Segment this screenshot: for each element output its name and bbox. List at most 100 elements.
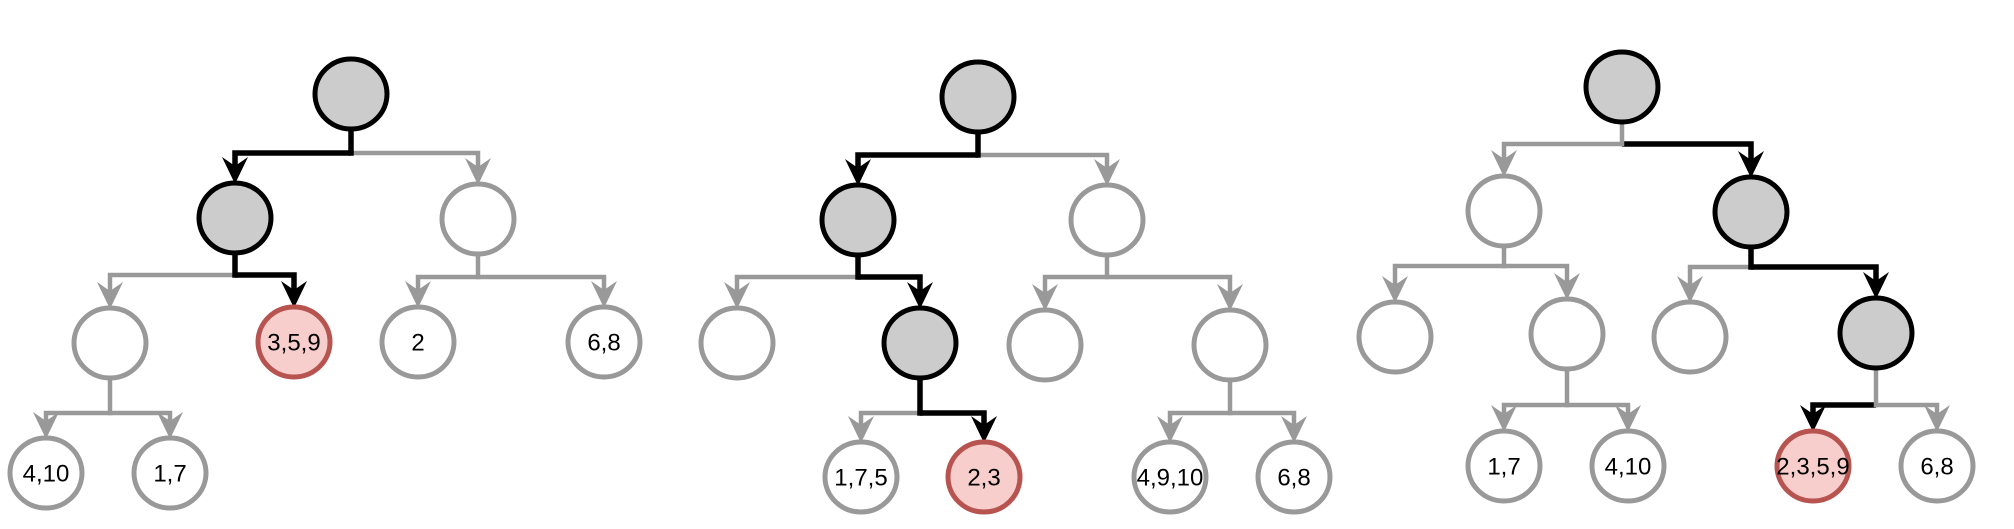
tree-3-node-lrl-unvisited — [1465, 428, 1543, 504]
edge-rr-rrr — [1876, 402, 1940, 414]
tree-1-node-label-rl: 2 — [411, 330, 424, 357]
tree-3-node-ll-unvisited — [1356, 299, 1434, 375]
tree-3-node-label-lrl: 1,7 — [1487, 454, 1520, 481]
edge-ll-lll — [43, 410, 110, 421]
edge-root-r — [978, 152, 1110, 168]
arrowhead-rr-rrr — [1281, 416, 1307, 443]
edge-l-ll — [107, 272, 235, 291]
tree-2-node-lrl-unvisited — [822, 439, 900, 515]
edge-l-lr — [858, 274, 923, 291]
tree-2-node-label-rrl: 4,9,10 — [1137, 465, 1204, 492]
tree-1-node-llr-unvisited — [131, 435, 209, 511]
tree-1-node-ll-unvisited — [71, 305, 149, 381]
tree-3-node-label-rrl: 2,3,5,9 — [1776, 454, 1849, 481]
edge-root-r — [351, 150, 481, 167]
arrowhead-root-l — [222, 157, 248, 184]
tree-1-node-rl-unvisited — [379, 304, 457, 380]
tree-3-node-l-unvisited — [1465, 173, 1543, 249]
tree-1-node-l-visited — [196, 180, 274, 256]
edge-root-l — [855, 152, 978, 168]
arrowhead-lr-lrl — [848, 416, 874, 443]
edge-l-lr — [235, 272, 297, 290]
tree-2-node-lr-visited — [881, 305, 959, 381]
arrowhead-r-rl — [1677, 276, 1703, 303]
tree-2-node-rr-unvisited — [1191, 307, 1269, 383]
arrowhead-l-lr — [1554, 273, 1580, 300]
arrowhead-lr-lrr — [1615, 405, 1641, 432]
tree-1-node-r-unvisited — [439, 181, 517, 257]
tree-2-node-rrr-unvisited — [1255, 439, 1333, 515]
tree-2-node-r-unvisited — [1068, 182, 1146, 258]
tree-1-node-lr-result — [255, 304, 333, 380]
edge-lr-lrr — [1567, 402, 1631, 414]
tree-2-node-root-visited — [939, 59, 1017, 135]
arrowhead-l-lr — [907, 282, 933, 309]
arrowhead-root-l — [845, 159, 871, 186]
arrowhead-root-r — [1738, 151, 1764, 178]
arrowhead-root-r — [465, 158, 491, 185]
tree-2-node-l-visited — [819, 182, 897, 258]
arrowhead-l-lr — [281, 281, 307, 308]
edge-l-ll — [1392, 263, 1504, 285]
edge-r-rr — [478, 274, 607, 290]
tree-1-node-lll-unvisited — [7, 435, 85, 511]
arrowhead-ll-llr — [157, 412, 183, 439]
edge-root-l — [232, 150, 351, 166]
tree-1-node-label-llr: 1,7 — [153, 461, 186, 488]
edge-r-rl — [415, 274, 478, 290]
edge-root-r — [1622, 141, 1754, 160]
tree-3-node-rl-unvisited — [1651, 299, 1729, 375]
edge-l-lr — [1504, 263, 1570, 282]
tree-3-node-rrl-result — [1774, 428, 1852, 504]
edge-r-rl — [1687, 264, 1751, 285]
edge-rr-rrl — [1810, 402, 1876, 414]
arrowhead-r-rr — [1863, 272, 1889, 299]
edge-ll-llr — [110, 410, 173, 421]
edge-lr-lrl — [858, 410, 920, 425]
tree-2: 1,7,5 2,3 4,9,10 6,8 — [698, 59, 1333, 515]
tree-2-node-label-rrr: 6,8 — [1277, 465, 1310, 492]
arrowhead-r-rr — [1217, 284, 1243, 311]
tree-2-node-label-lrr: 2,3 — [967, 465, 1000, 492]
tree-1-node-rr-unvisited — [565, 304, 643, 380]
tree-3-node-label-rrr: 6,8 — [1920, 454, 1953, 481]
edge-lr-lrl — [1501, 402, 1567, 414]
edge-root-l — [1501, 141, 1622, 159]
tree-3-node-root-visited — [1583, 49, 1661, 125]
tree-3-node-rrr-unvisited — [1898, 428, 1976, 504]
edge-r-rr — [1107, 274, 1233, 293]
arrowhead-rr-rrl — [1800, 405, 1826, 432]
arrowhead-r-rl — [405, 281, 431, 308]
arrowhead-l-ll — [724, 282, 750, 309]
tree-3-node-label-lrr: 4,10 — [1605, 454, 1652, 481]
tree-3-node-r-visited — [1712, 174, 1790, 250]
arrowhead-lr-lrl — [1491, 405, 1517, 432]
tree-2-node-rl-unvisited — [1006, 307, 1084, 383]
tree-2-node-ll-unvisited — [698, 305, 776, 381]
arrowhead-root-l — [1491, 150, 1517, 177]
edge-lr-lrr — [920, 410, 987, 425]
arrowhead-l-ll — [97, 282, 123, 309]
tree-2-node-lrr-result — [945, 439, 1023, 515]
tree-1-node-label-rr: 6,8 — [587, 330, 620, 357]
edge-rr-rrl — [1167, 410, 1230, 425]
arrowhead-ll-lll — [33, 412, 59, 439]
tree-2-node-label-lrl: 1,7,5 — [834, 465, 887, 492]
tree-3-node-rr-visited — [1837, 295, 1915, 371]
arrowhead-r-rl — [1032, 284, 1058, 311]
arrowhead-rr-rrr — [1924, 405, 1950, 432]
tree-1-node-label-lr: 3,5,9 — [267, 330, 320, 357]
tree-1-node-label-lll: 4,10 — [23, 461, 70, 488]
tree-3-node-lrr-unvisited — [1589, 428, 1667, 504]
arrowhead-r-rr — [591, 281, 617, 308]
arrowhead-lr-lrr — [971, 416, 997, 443]
tree-3-node-lr-unvisited — [1528, 296, 1606, 372]
tree-1-node-root-visited — [312, 56, 390, 132]
edge-r-rr — [1751, 264, 1879, 281]
tree-1: 3,5,9 2 6,8 4,10 1,7 — [7, 56, 643, 511]
edge-rr-rrr — [1230, 410, 1297, 425]
tree-3: 1,7 4,10 2,3,5,9 6,8 — [1356, 49, 1976, 504]
arrowhead-root-r — [1094, 159, 1120, 186]
